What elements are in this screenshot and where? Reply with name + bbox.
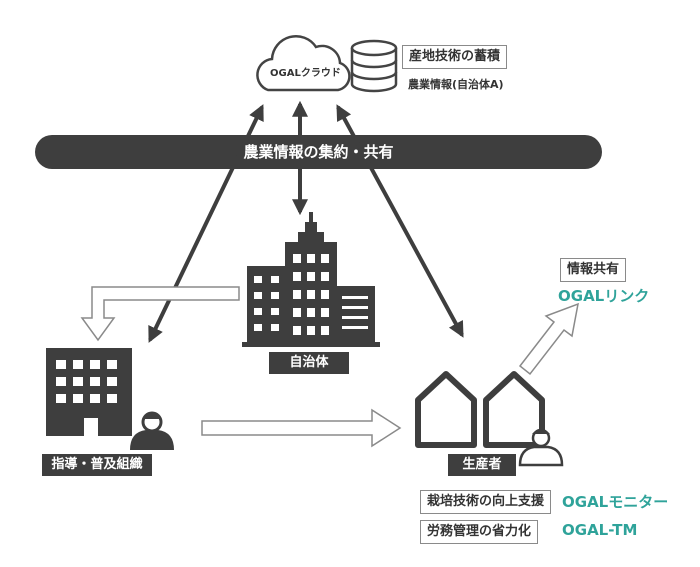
person-icon [130, 411, 174, 450]
outline-arrow-guidance-producer [201, 408, 402, 448]
database-icon [350, 39, 398, 93]
arrow-producer-cloud [336, 104, 464, 338]
farmer-icon [518, 428, 564, 467]
storage-title: 産地技術の蓄積 [402, 45, 508, 69]
service-product-2: OGAL-TM [562, 521, 638, 539]
outline-arrow-municipality-guidance [80, 286, 240, 342]
service-label-1: 栽培技術の向上支援 [420, 490, 552, 514]
service-label-2: 労務管理の省力化 [420, 520, 539, 544]
outline-arrow-producer-share [518, 302, 579, 376]
info-share-label: 情報共有 [560, 258, 627, 282]
producer-label: 生産者 [448, 454, 516, 476]
data-flow-arrows [148, 100, 464, 343]
storage-subtitle: 農業情報(自治体A) [408, 78, 504, 91]
guidance-org-label: 指導・普及組織 [42, 454, 152, 476]
arrow-guidance-cloud [148, 104, 264, 343]
service-product-1: OGALモニター [562, 493, 669, 511]
municipality-label: 自治体 [269, 352, 349, 374]
cloud-label: OGALクラウド [270, 68, 341, 79]
info-share-product: OGALリンク [558, 287, 650, 305]
cloud-icon [256, 34, 351, 92]
municipality-buildings-icon [242, 212, 380, 347]
office-building-icon [46, 348, 132, 436]
houses-icon [415, 371, 545, 448]
banner-label: 農業情報の集約・共有 [243, 143, 394, 161]
